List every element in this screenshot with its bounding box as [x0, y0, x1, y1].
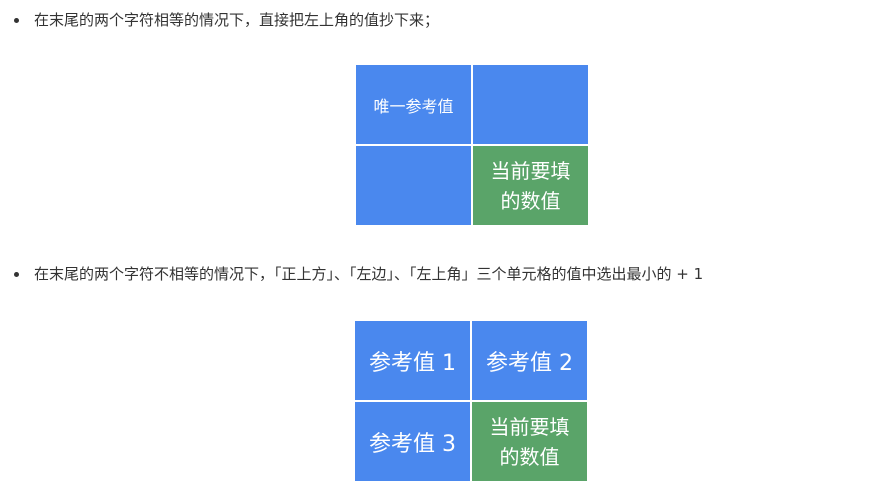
bullet-text: 在末尾的两个字符相等的情况下，直接把左上角的值抄下来；	[34, 11, 440, 29]
grid-cell-reference-2: 参考值 2	[472, 321, 587, 400]
grid-cell-current-value: 当前要填 的数值	[472, 402, 587, 481]
bullet-dot-icon	[14, 17, 19, 23]
bullet-text: 在末尾的两个字符不相等的情况下，「正上方」、「左边」、「左上角」三个单元格的值中…	[34, 265, 704, 283]
grid-cell-top-left: 唯一参考值	[356, 65, 471, 144]
bullet-dot-icon	[14, 271, 19, 277]
bullet-item-equal: 在末尾的两个字符相等的情况下，直接把左上角的值抄下来；	[14, 9, 439, 31]
grid-cell-reference-3: 参考值 3	[355, 402, 470, 481]
grid-cell-reference-1: 参考值 1	[355, 321, 470, 400]
grid-not-equal-case: 参考值 1 参考值 2 参考值 3 当前要填 的数值	[355, 321, 587, 481]
grid-cell-current-value: 当前要填 的数值	[473, 146, 588, 225]
bullet-item-not-equal: 在末尾的两个字符不相等的情况下，「正上方」、「左边」、「左上角」三个单元格的值中…	[14, 263, 703, 285]
grid-cell-top-right	[473, 65, 588, 144]
grid-cell-bottom-left	[356, 146, 471, 225]
grid-equal-case: 唯一参考值 当前要填 的数值	[356, 65, 588, 225]
